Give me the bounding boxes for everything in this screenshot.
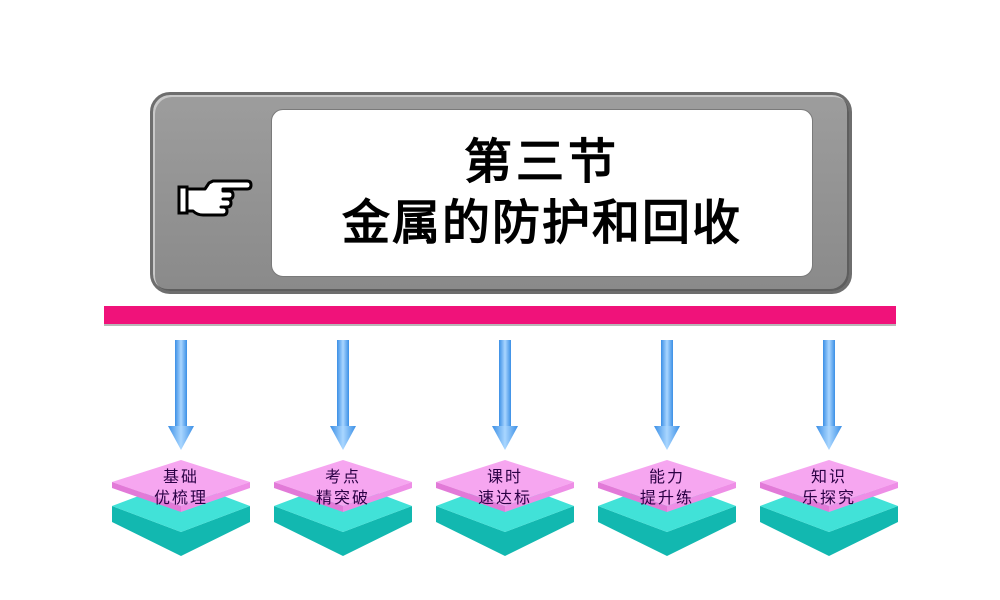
nav-tile-label: 能力提升练 [639,467,694,507]
title-panel: 第三节 金属的防护和回收 [150,92,852,294]
section-number: 第三节 [463,134,620,190]
nav-tile-label: 考点精突破 [315,467,370,507]
section-title: 金属的防护和回收 [341,195,742,251]
nav-tile-lesson[interactable]: 课时速达标 [436,460,574,560]
nav-tile-basics[interactable]: 基础优梳理 [112,460,250,560]
pointing-hand-icon [177,169,255,225]
arrow-down-icon [330,340,356,450]
divider-bar [104,306,896,324]
nav-tile-knowledge[interactable]: 知识乐探究 [760,460,898,560]
arrow-down-icon [492,340,518,450]
arrow-down-icon [168,340,194,450]
arrow-down-icon [654,340,680,450]
arrow-down-icon [816,340,842,450]
nav-tile-ability[interactable]: 能力提升练 [598,460,736,560]
nav-tile-label: 基础优梳理 [153,467,208,507]
title-box: 第三节 金属的防护和回收 [271,109,813,277]
nav-tile-key-points[interactable]: 考点精突破 [274,460,412,560]
nav-tile-label: 课时速达标 [477,467,532,507]
nav-tile-label: 知识乐探究 [801,467,856,507]
